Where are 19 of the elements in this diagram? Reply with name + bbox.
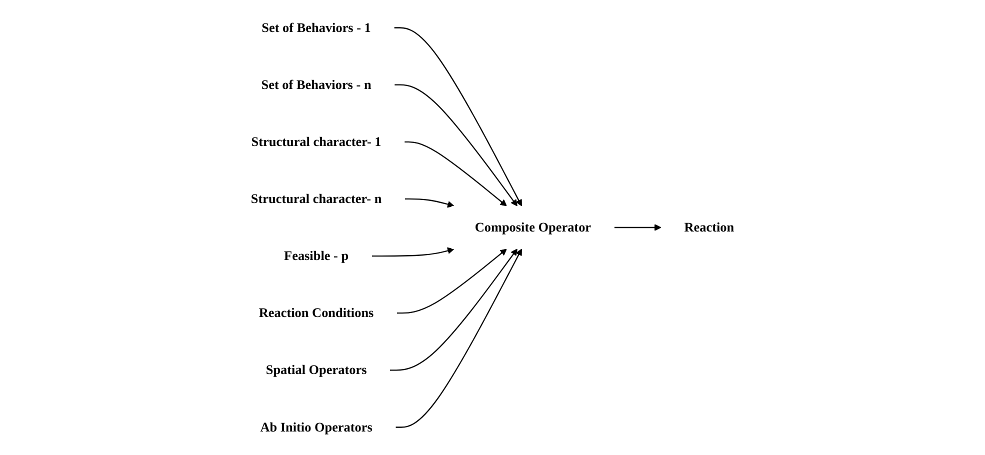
node-text: Composite Operator xyxy=(474,220,592,235)
arrow xyxy=(404,141,507,206)
arrow xyxy=(614,224,662,231)
arrow xyxy=(372,247,454,257)
node-text: Reaction Conditions xyxy=(258,306,374,320)
node-text: Structural character- n xyxy=(250,191,382,206)
arrow xyxy=(390,248,518,371)
arrow xyxy=(394,27,522,206)
node-text: Structural character- 1 xyxy=(251,134,382,150)
node-text: Set of Behaviors - 1 xyxy=(262,20,371,35)
node-text: Set of Behaviors - n xyxy=(261,77,372,92)
arrow xyxy=(394,84,518,206)
node-text: Feasible - p xyxy=(284,248,349,264)
node-text: Ab Initio Operators xyxy=(260,420,372,434)
node-text: Spatial Operators xyxy=(266,362,367,378)
arrow xyxy=(404,198,454,208)
node-text: Reaction xyxy=(684,220,734,235)
arrow xyxy=(396,248,522,428)
arrow xyxy=(396,248,507,314)
